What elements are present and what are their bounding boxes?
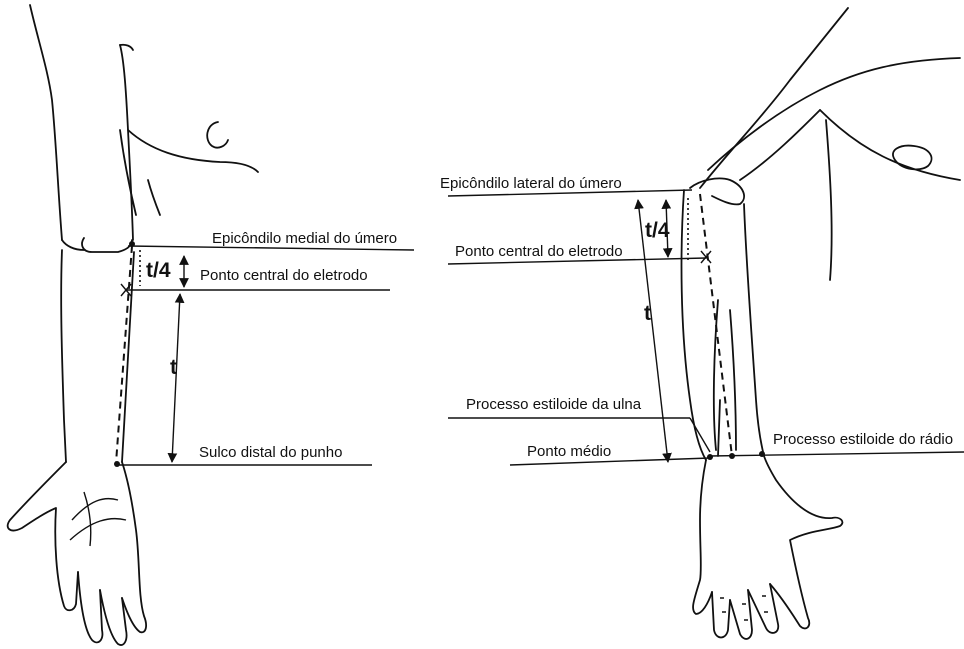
left-arm-illustration (6, 4, 259, 646)
medial-axis-dashed (115, 245, 133, 464)
midpoint-line (509, 457, 711, 466)
wrist-crease-point (114, 461, 120, 467)
radius-styloid-line (709, 451, 964, 457)
left-labels: Epicôndilo medial do úmero Ponto central… (146, 230, 397, 461)
medial-epicondyle-line (127, 245, 415, 251)
right-arm-illustration (680, 7, 961, 640)
lateral-epicondyle-line (447, 189, 693, 197)
label-quarter-length-right: t/4 (645, 219, 670, 242)
label-quarter-length-left: t/4 (146, 259, 171, 282)
right-measurement-lines (447, 189, 964, 466)
label-ulna-styloid: Processo estiloide da ulna (466, 396, 642, 413)
label-lateral-epicondyle: Epicôndilo lateral do úmero (440, 175, 622, 192)
label-midpoint: Ponto médio (527, 443, 611, 460)
label-length-right: t (644, 302, 651, 325)
midpoint-point (729, 453, 735, 459)
label-radius-styloid: Processo estiloide do rádio (773, 431, 953, 448)
electrode-center-marker (120, 283, 132, 297)
label-medial-epicondyle: Epicôndilo medial do úmero (212, 230, 397, 247)
electrode-center-marker-right (700, 250, 712, 264)
label-length-left: t (170, 356, 177, 379)
length-arrow-right (634, 199, 672, 463)
radius-styloid-point (759, 451, 765, 457)
label-electrode-center-right: Ponto central do eletrodo (455, 243, 623, 260)
length-arrow (167, 293, 185, 463)
epicondyle-point (129, 241, 135, 247)
label-wrist-crease: Sulco distal do punho (199, 444, 342, 461)
right-labels: Epicôndilo lateral do úmero Ponto centra… (440, 175, 953, 460)
ulna-styloid-point (707, 454, 713, 460)
left-measurement-lines (114, 241, 415, 467)
label-electrode-center-left: Ponto central do eletrodo (200, 267, 368, 284)
lateral-axis-dashed (699, 193, 733, 457)
ulna-styloid-leader (689, 417, 711, 453)
